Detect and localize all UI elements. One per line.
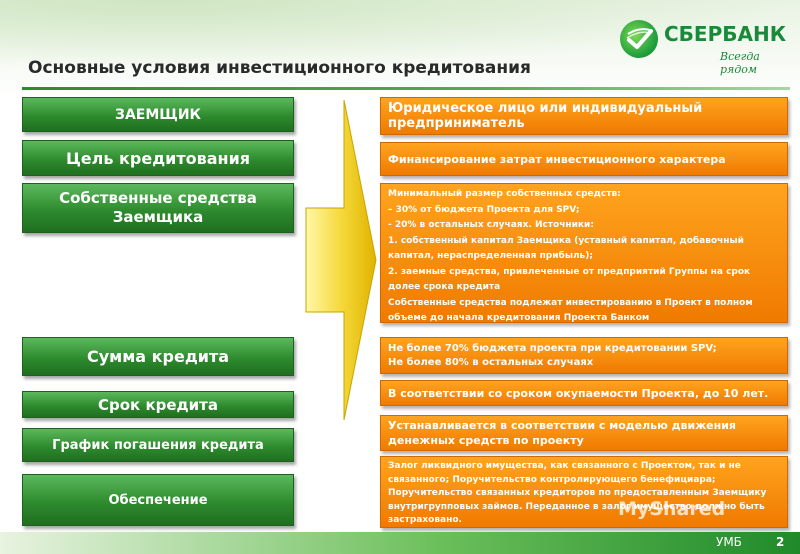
header-background	[0, 0, 800, 70]
value-borrower: Юридическое лицо или индивидуальный пред…	[380, 97, 788, 135]
footer-bar	[0, 532, 800, 554]
label-text: График погашения кредита	[52, 437, 264, 453]
value-credit-amount: Не более 70% бюджета проекта при кредито…	[380, 337, 788, 374]
value-text: Не более 70% бюджета проекта при кредито…	[388, 342, 717, 368]
value-own-funds: Минимальный размер собственных средств: …	[380, 183, 788, 323]
label-credit-purpose: Цель кредитования	[22, 140, 294, 176]
label-text: Собственные средства Заемщика	[59, 189, 257, 226]
label-text: Цель кредитования	[65, 148, 251, 168]
label-borrower: ЗАЕМЩИК	[22, 97, 294, 132]
value-text: Юридическое лицо или индивидуальный пред…	[388, 101, 703, 131]
page-title: Основные условия инвестиционного кредито…	[28, 58, 531, 78]
watermark: MyShared	[618, 498, 726, 520]
label-own-funds: Собственные средства Заемщика	[22, 183, 294, 233]
label-repayment-schedule: График погашения кредита	[22, 428, 294, 462]
logo-name: СБЕРБАНК	[664, 22, 787, 46]
sberbank-logo: СБЕРБАНК Всегда рядом	[620, 20, 790, 76]
value-text: В соответствии со сроком окупаемости Про…	[388, 386, 769, 400]
value-credit-term: В соответствии со сроком окупаемости Про…	[380, 380, 788, 406]
value-text: Минимальный размер собственных средств: …	[388, 189, 753, 323]
right-arrow-icon	[305, 100, 377, 420]
title-divider	[22, 87, 790, 90]
label-credit-term: Срок кредита	[22, 391, 294, 418]
logo-slogan: Всегда рядом	[720, 50, 760, 76]
label-collateral: Обеспечение	[22, 474, 294, 526]
value-text: Устанавливается в соответствии с моделью…	[388, 419, 736, 447]
value-credit-purpose: Финансирование затрат инвестиционного ха…	[380, 142, 788, 176]
sberbank-logo-icon	[620, 20, 658, 58]
label-text: Обеспечение	[108, 492, 208, 508]
footer-department: УМБ	[716, 535, 742, 549]
label-text: ЗАЕМЩИК	[115, 106, 201, 123]
page-number: 2	[776, 535, 785, 549]
label-credit-amount: Сумма кредита	[22, 337, 294, 376]
value-repayment-schedule: Устанавливается в соответствии с моделью…	[380, 415, 788, 451]
value-text: Залог ликвидного имущества, как связанно…	[388, 461, 767, 525]
value-collateral: Залог ликвидного имущества, как связанно…	[380, 456, 788, 528]
label-text: Срок кредита	[98, 395, 218, 414]
label-text: Сумма кредита	[86, 347, 230, 366]
value-text: Финансирование затрат инвестиционного ха…	[388, 152, 726, 166]
